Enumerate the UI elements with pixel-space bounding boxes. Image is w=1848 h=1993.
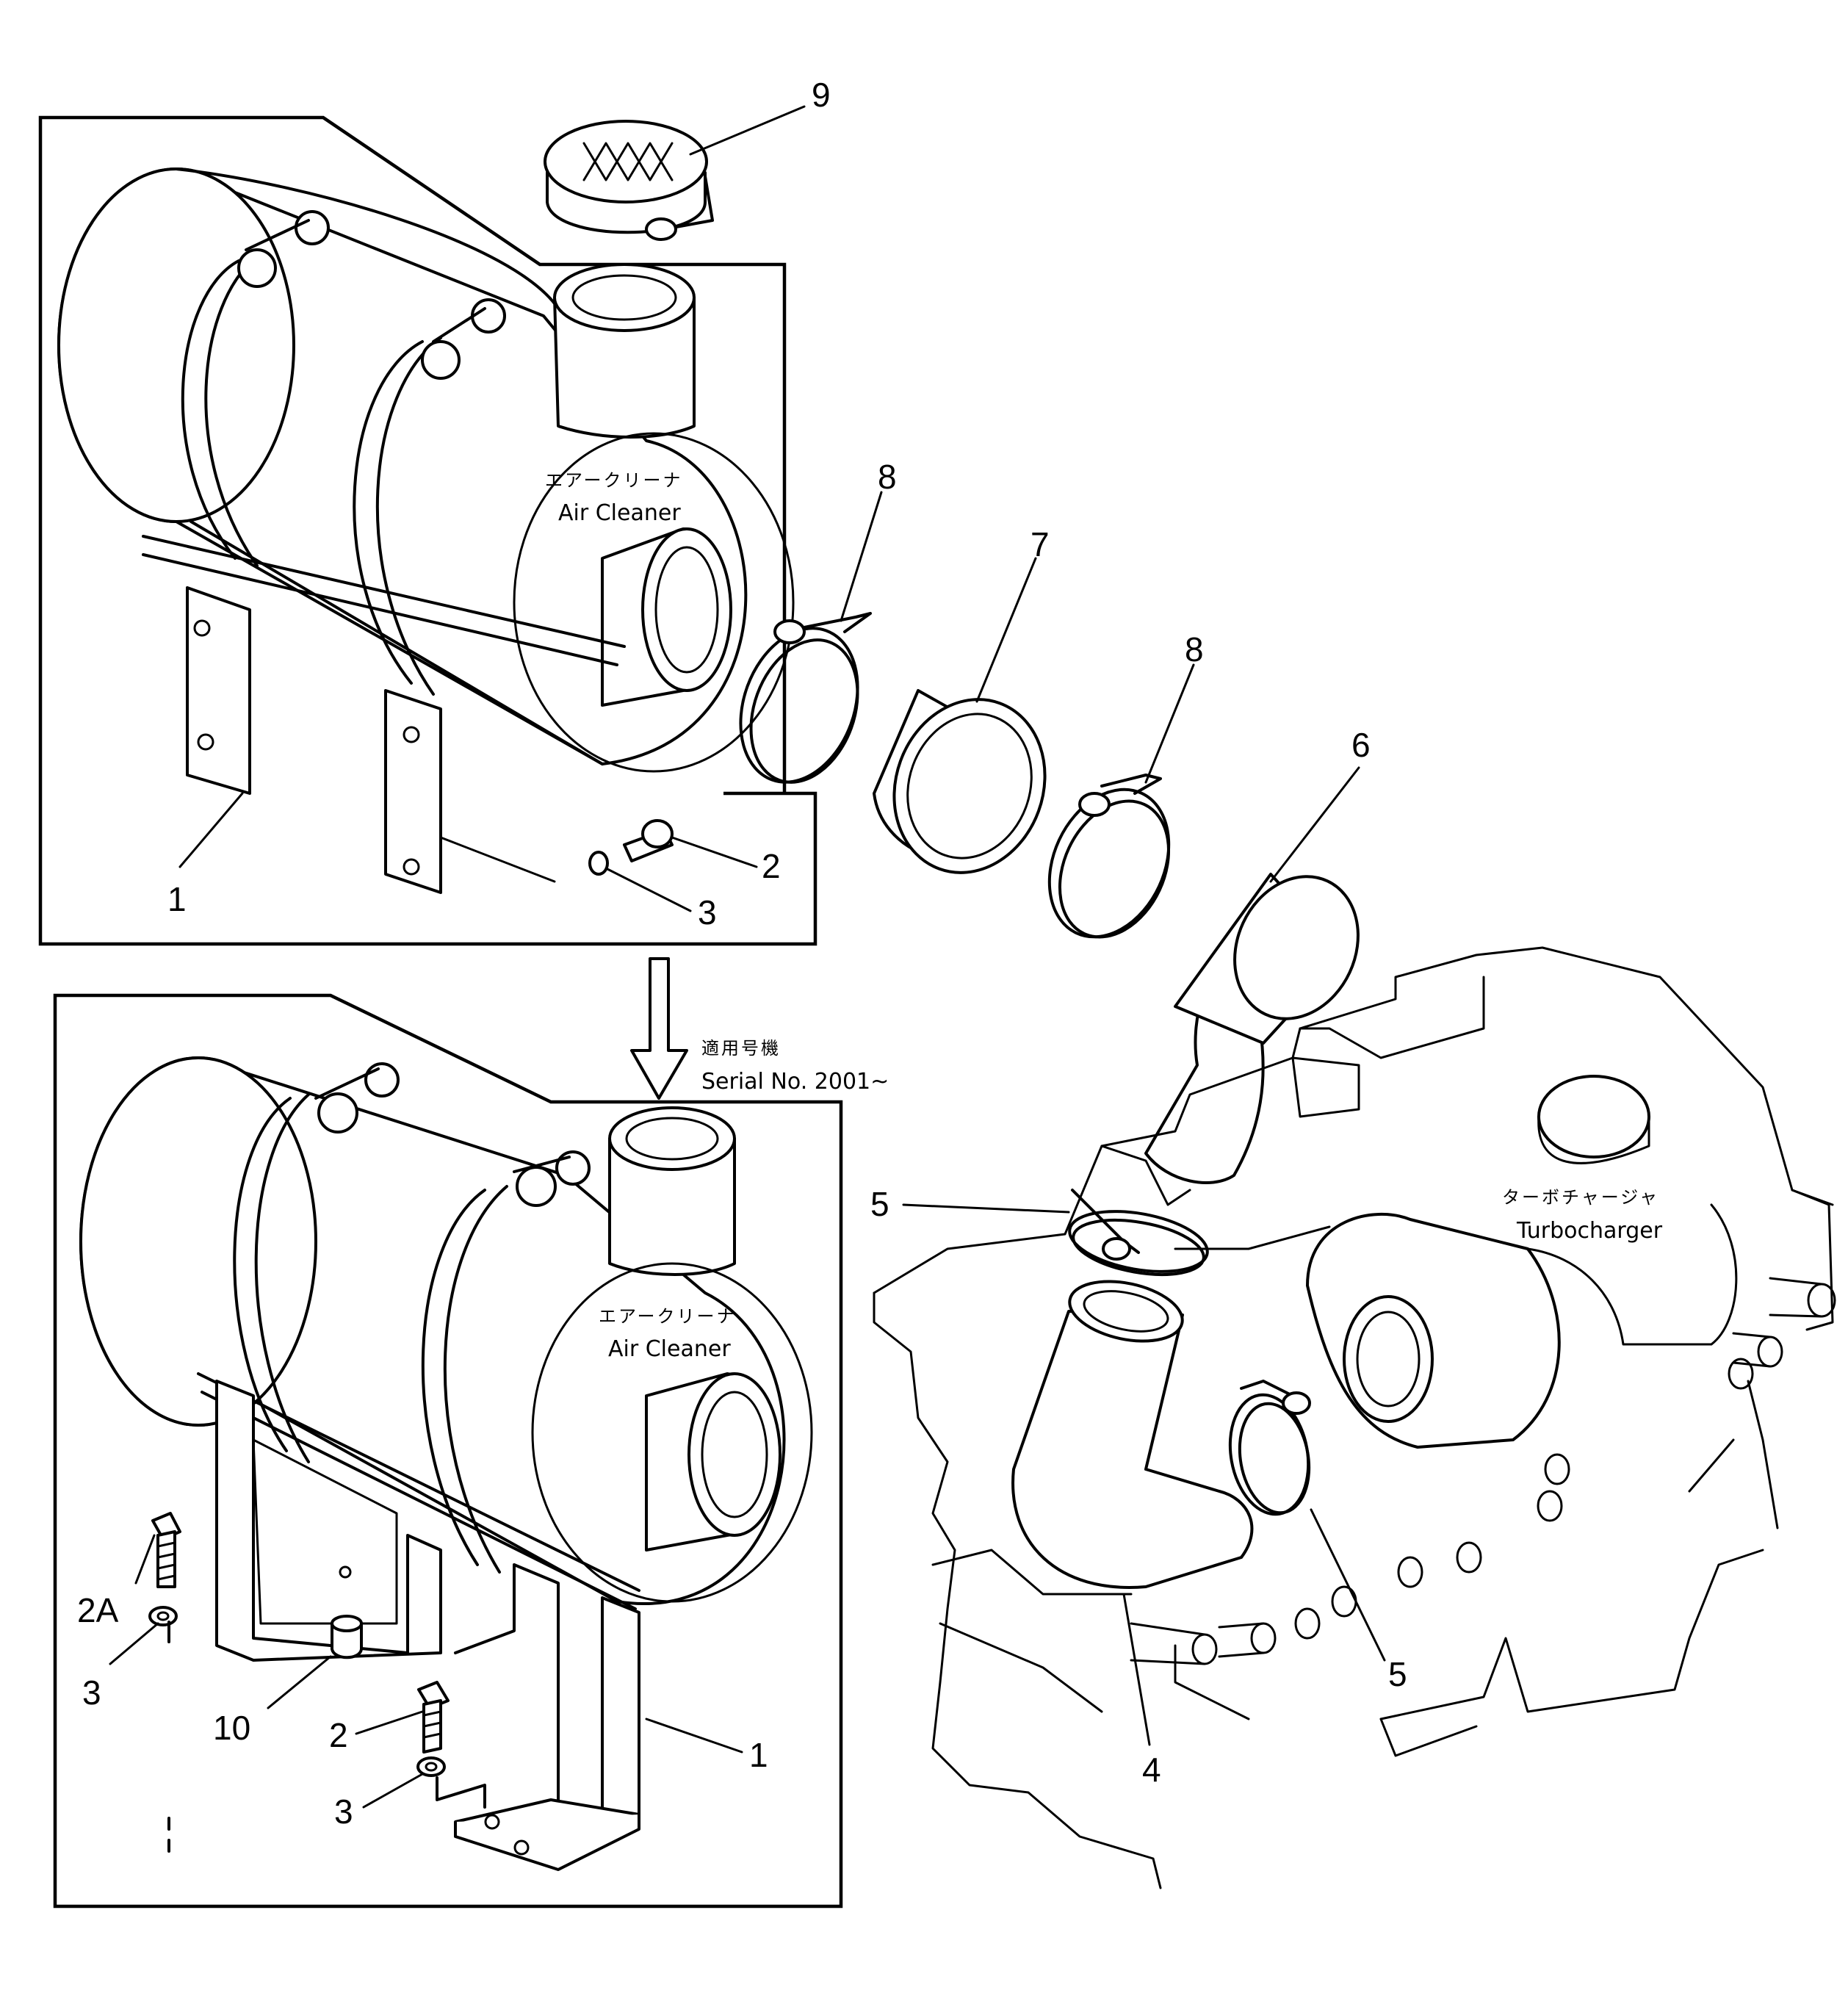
engine-block <box>873 946 1836 1889</box>
label-air-cleaner-top-jp: エアークリーナ <box>545 470 683 491</box>
leader-lines <box>109 105 1386 1809</box>
clamp-5-left <box>1068 1189 1209 1276</box>
callout-10: 10 <box>213 1709 250 1747</box>
down-arrow <box>630 957 688 1100</box>
rain-cap-9 <box>544 120 714 241</box>
callout-8-right: 8 <box>1185 630 1204 668</box>
callout-6: 6 <box>1351 726 1371 764</box>
callout-3-bottom-left: 3 <box>82 1673 101 1712</box>
callout-3-bottom: 3 <box>334 1792 353 1831</box>
callout-9: 9 <box>812 76 831 114</box>
callout-5-left: 5 <box>870 1185 889 1223</box>
bottom-assembly-frame <box>53 993 843 1909</box>
label-turbocharger-jp: ターボチャージャ <box>1502 1187 1659 1208</box>
callout-1-top: 1 <box>167 880 187 918</box>
clamp-8-left <box>739 612 872 784</box>
callout-4: 4 <box>1142 1751 1161 1789</box>
label-serial-jp: 適用号機 <box>701 1038 781 1059</box>
clamp-8-right <box>1047 774 1171 939</box>
callout-2-top: 2 <box>762 847 781 885</box>
air-cleaner-top <box>57 167 795 894</box>
spacer-10 <box>331 1615 363 1659</box>
label-air-cleaner-bottom-en: Air Cleaner <box>608 1336 731 1362</box>
callout-2-bottom: 2 <box>329 1716 348 1754</box>
bolt-2a <box>151 1512 181 1588</box>
top-assembly-frame <box>38 115 817 946</box>
callout-5-right: 5 <box>1388 1655 1407 1693</box>
washer-3-top <box>588 851 609 876</box>
elbow-6 <box>1144 873 1360 1184</box>
hose-4 <box>1011 1280 1254 1589</box>
clamp-5-right <box>1228 1380 1311 1516</box>
callout-7: 7 <box>1031 525 1050 563</box>
label-serial-en: Serial No. 2001~ <box>701 1069 889 1095</box>
air-cleaner-bottom <box>79 1056 813 1871</box>
callout-8-left: 8 <box>878 458 897 496</box>
callout-2a: 2A <box>77 1591 119 1629</box>
bolt-2-bottom <box>417 1681 450 1754</box>
callout-1-bottom: 1 <box>749 1736 768 1774</box>
bolt-2-top <box>623 819 674 862</box>
callout-3-top: 3 <box>698 893 717 931</box>
label-air-cleaner-bottom-jp: エアークリーナ <box>599 1306 737 1327</box>
hose-7 <box>873 689 1047 874</box>
label-air-cleaner-top-en: Air Cleaner <box>558 500 681 526</box>
washer-3-bottom <box>416 1756 446 1777</box>
label-turbocharger-en: Turbocharger <box>1516 1218 1663 1244</box>
washer-3-left <box>148 1606 178 1626</box>
